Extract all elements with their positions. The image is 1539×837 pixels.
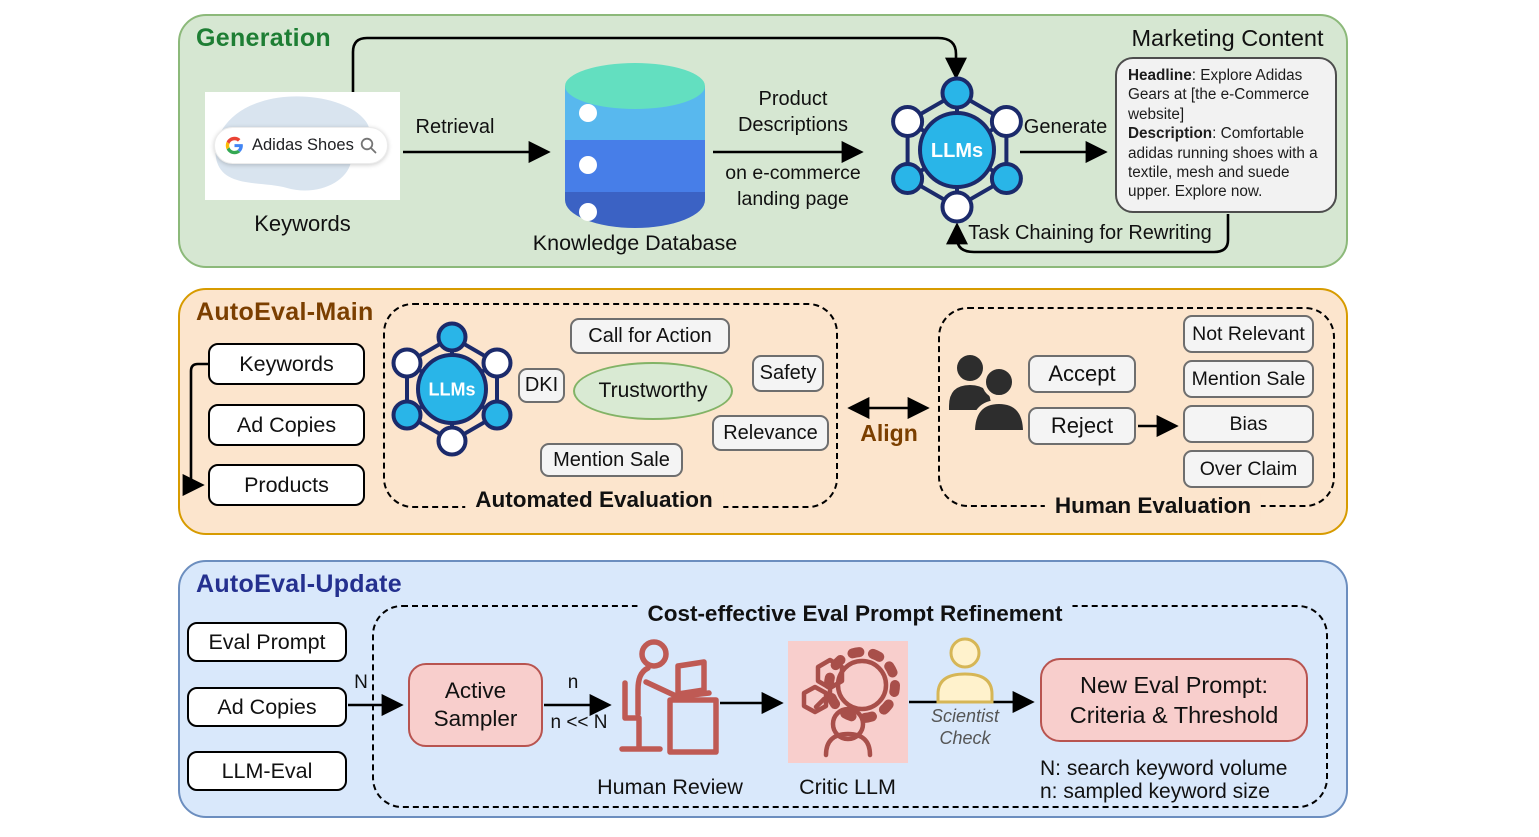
- human-evaluation-label: Human Evaluation: [1044, 493, 1262, 519]
- scientist-check-line2: Check: [939, 728, 991, 748]
- reason-bias: Bias: [1183, 405, 1314, 443]
- generation-title: Generation: [196, 24, 331, 52]
- label-n-much-less-N: n << N: [550, 712, 608, 733]
- input-box-ad-copies: Ad Copies: [208, 404, 365, 446]
- scientist-icon: [936, 637, 994, 704]
- tag-trustworthy: Trustworthy: [573, 362, 733, 420]
- automated-evaluation-label: Automated Evaluation: [465, 487, 723, 513]
- google-g-icon: [225, 136, 243, 155]
- input-box-products: Products: [208, 464, 365, 506]
- reason-over-claim: Over Claim: [1183, 450, 1314, 488]
- decision-reject: Reject: [1028, 407, 1136, 445]
- new-eval-prompt-box: New Eval Prompt: Criteria & Threshold: [1040, 658, 1308, 742]
- reason-not-relevant: Not Relevant: [1183, 315, 1314, 353]
- input-box-keywords: Keywords: [208, 343, 365, 385]
- marketing-content-box: Headline: Explore Adidas Gears at [the e…: [1115, 57, 1337, 213]
- critic-llm-icon: [788, 641, 908, 763]
- task-chaining-label: Task Chaining for Rewriting: [968, 222, 1212, 244]
- decision-accept: Accept: [1028, 355, 1136, 393]
- generate-label: Generate: [1023, 116, 1108, 138]
- scientist-check-line1: Scientist: [930, 706, 1000, 726]
- product-desc-line1: Product: [758, 88, 828, 110]
- llm-label: LLMs: [931, 140, 983, 162]
- refinement-title: Cost-effective Eval Prompt Refinement: [637, 601, 1073, 627]
- tag-mention-sale: Mention Sale: [540, 443, 683, 477]
- tag-dki: DKI: [518, 368, 565, 403]
- magnifier-icon[interactable]: [360, 137, 377, 154]
- eval-llm-label: LLMs: [429, 380, 476, 400]
- tag-relevance: Relevance: [712, 415, 829, 451]
- label-n: n: [567, 672, 579, 693]
- reason-mention-sale: Mention Sale: [1183, 360, 1314, 398]
- llm-network-icon: LLMs: [891, 76, 1023, 224]
- retrieval-label: Retrieval: [415, 116, 495, 138]
- product-desc-sub1: on e-commerce: [725, 162, 861, 184]
- note-n: n: sampled keyword size: [1040, 780, 1270, 803]
- human-review-label: Human Review: [597, 775, 743, 799]
- product-desc-sub2: landing page: [737, 188, 849, 210]
- marketing-description: Description: Comfortable adidas running …: [1128, 125, 1318, 201]
- autoeval-main-title: AutoEval-Main: [196, 298, 374, 326]
- input-box-eval-prompt: Eval Prompt: [187, 622, 347, 662]
- product-desc-line2: Descriptions: [737, 114, 849, 136]
- input-box-ad-copies-2: Ad Copies: [187, 687, 347, 727]
- marketing-content-title: Marketing Content: [1131, 25, 1324, 51]
- tag-safety: Safety: [752, 355, 824, 392]
- database-label: Knowledge Database: [532, 231, 738, 255]
- google-search-pill[interactable]: Adidas Shoes: [214, 127, 388, 164]
- critic-llm-label: Critic LLM: [799, 775, 896, 799]
- align-label: Align: [860, 420, 918, 446]
- reviewers-people-icon: [949, 355, 1028, 434]
- eval-llm-network-icon: LLMs: [391, 321, 513, 457]
- input-box-llm-eval: LLM-Eval: [187, 751, 347, 791]
- tag-call-for-action: Call for Action: [570, 318, 730, 354]
- search-query[interactable]: Adidas Shoes: [252, 136, 354, 154]
- note-N: N: search keyword volume: [1040, 757, 1288, 780]
- active-sampler-box: Active Sampler: [408, 663, 543, 747]
- label-N: N: [354, 672, 368, 693]
- autoeval-update-title: AutoEval-Update: [196, 570, 402, 598]
- marketing-headline: Headline: Explore Adidas Gears at [the e…: [1128, 67, 1310, 123]
- keywords-caption: Keywords: [254, 211, 351, 236]
- database-icon: [565, 63, 705, 228]
- human-review-icon: [619, 639, 719, 755]
- keywords-search-card: Adidas Shoes: [205, 92, 400, 200]
